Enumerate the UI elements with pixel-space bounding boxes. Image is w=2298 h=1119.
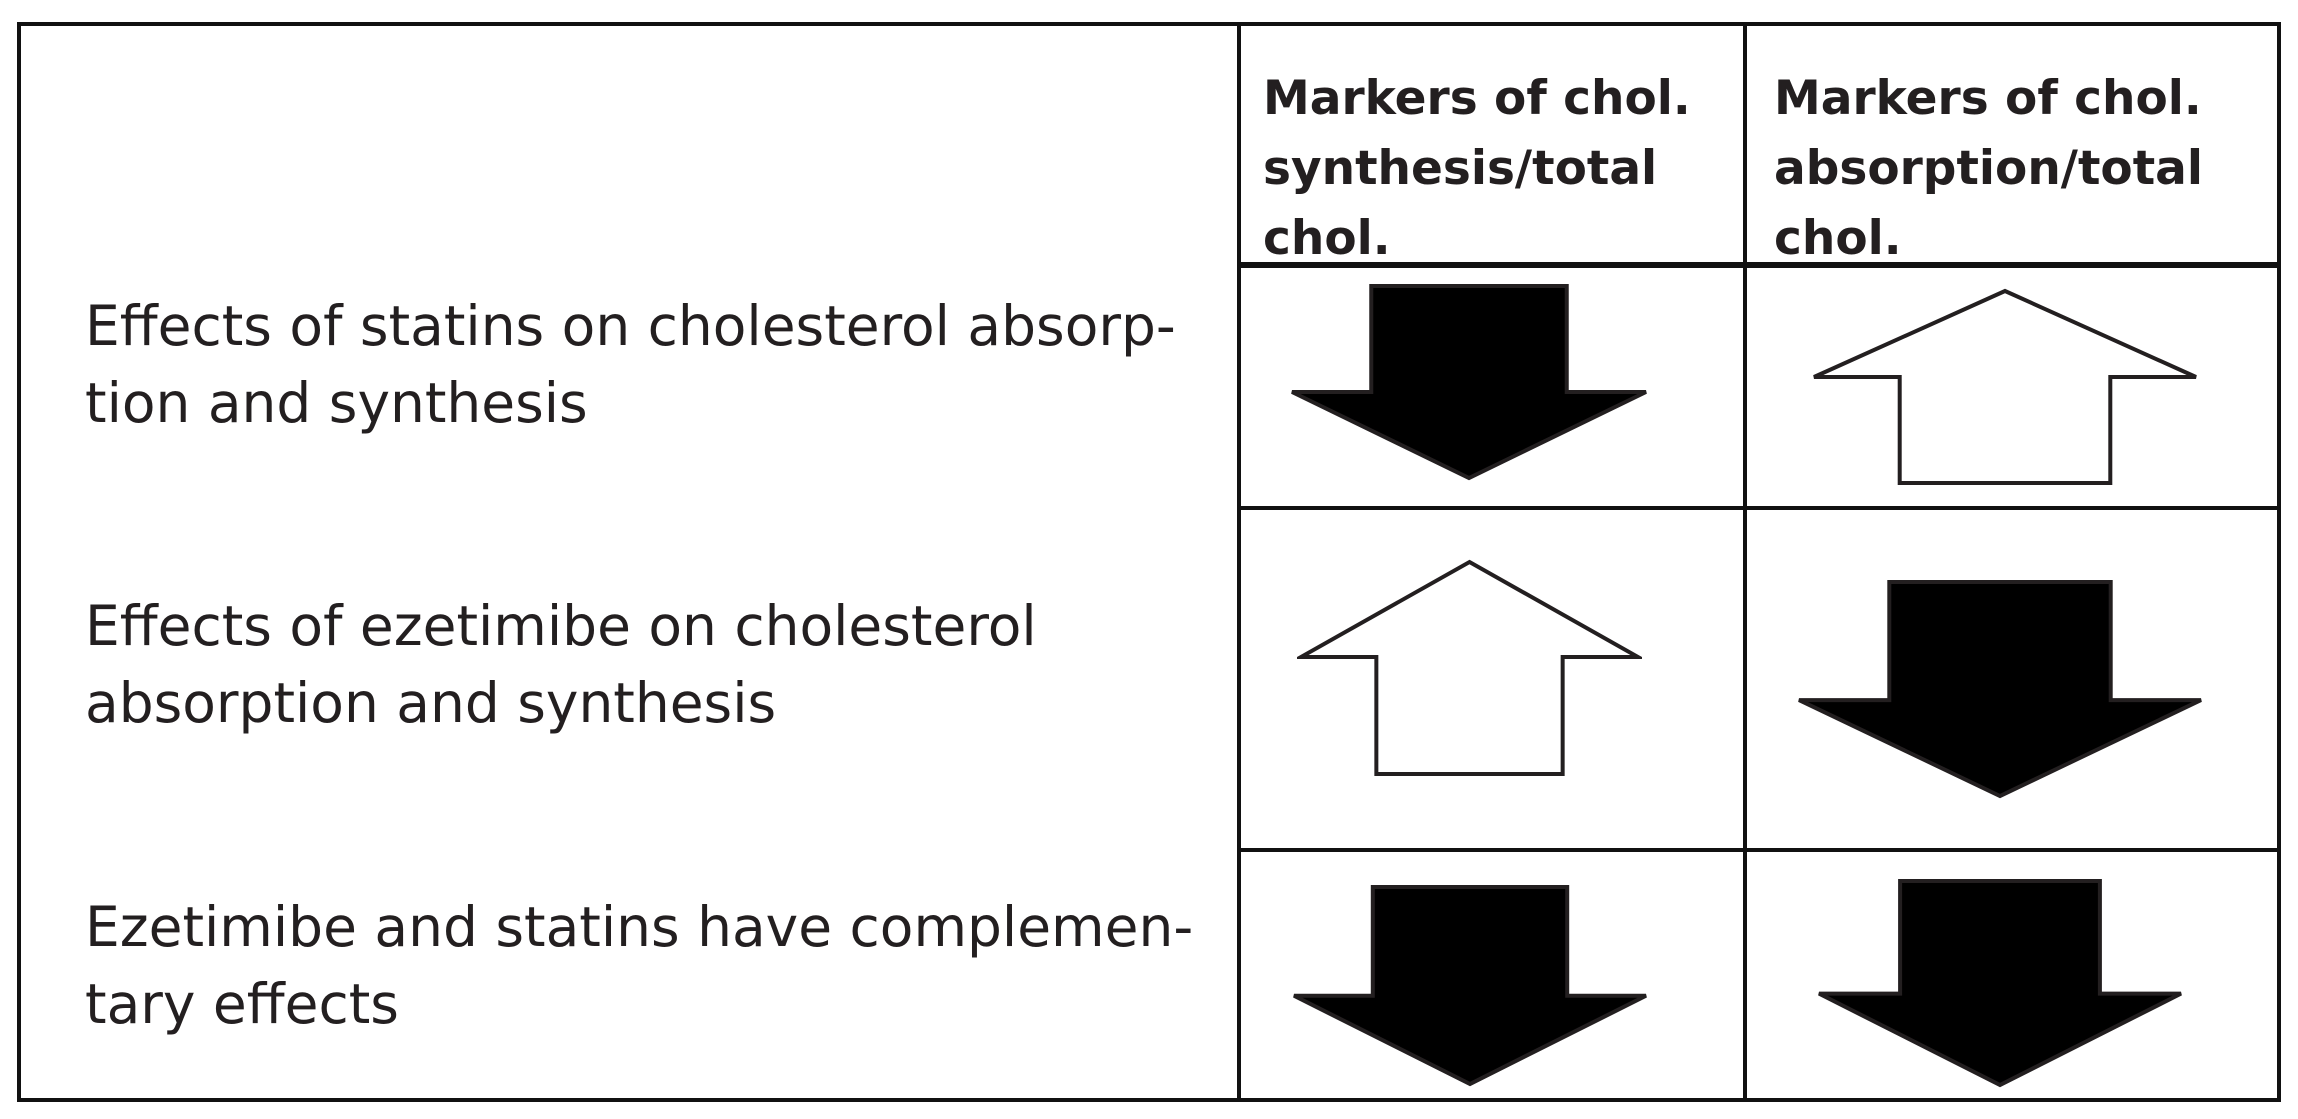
header-cell-synthesis [1237,22,1747,266]
row-label-statins-line1: Effects of statins on cholesterol absorp… [85,294,1176,358]
row-label-combination-line1: Ezetimibe and statins have complemen- [85,895,1194,959]
statins-synthesis-arrow-icon [1288,282,1650,482]
row-label-combination: Ezetimibe and statins have complemen- ta… [85,889,1205,1043]
arrow-up-shape [1813,288,2197,485]
arrow-down-shape [1798,580,2202,799]
column-header-absorption-line2: absorption/total chol. [1774,141,2203,266]
row-label-ezetimibe: Effects of ezetimibe on cholesterol abso… [85,588,1205,742]
column-header-synthesis-line1: Markers of chol. [1263,71,1691,126]
row-label-ezetimibe-line1: Effects of ezetimibe on cholesterol [85,594,1037,658]
row-label-statins: Effects of statins on cholesterol absorp… [85,288,1205,442]
arrow-down-shape [1293,885,1647,1087]
row-label-combination-line2: tary effects [85,972,399,1036]
combination-synthesis-arrow-icon [1290,883,1650,1088]
ezetimibe-absorption-arrow-icon [1795,578,2205,800]
ezetimibe-synthesis-arrow-icon [1297,558,1642,778]
column-header-synthesis-line2: synthesis/total chol. [1263,141,1658,266]
row-label-statins-line2: tion and synthesis [85,371,588,435]
statins-absorption-arrow-icon [1810,287,2200,487]
column-header-synthesis: Markers of chol. synthesis/total chol. [1263,64,1743,274]
arrow-down-shape [1291,284,1647,481]
row-label-ezetimibe-line2: absorption and synthesis [85,671,777,735]
row-label-panel [17,22,1241,1102]
column-header-absorption-line1: Markers of chol. [1774,71,2202,126]
arrow-up-shape [1297,559,1642,776]
column-header-absorption: Markers of chol. absorption/total chol. [1774,64,2279,274]
arrow-down-shape [1818,879,2182,1088]
combination-absorption-arrow-icon [1815,877,2185,1089]
